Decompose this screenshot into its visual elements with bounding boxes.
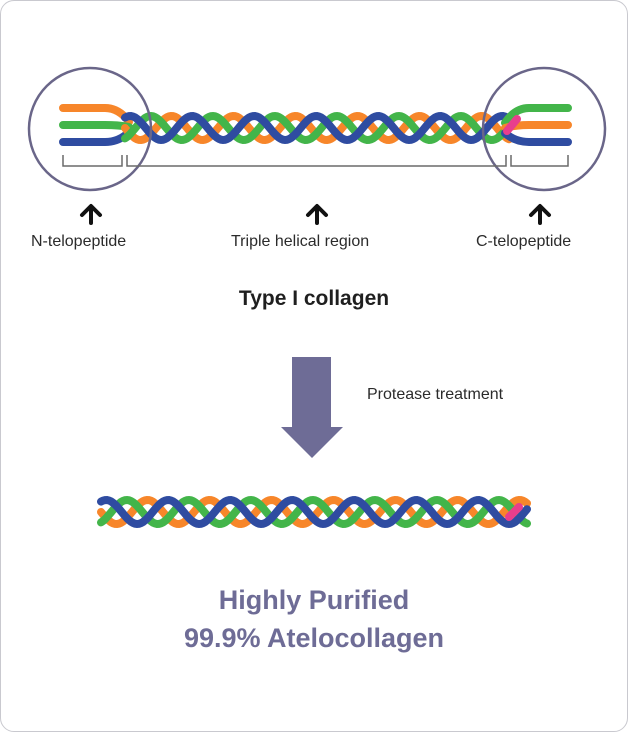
- c-telopeptide-circle: [481, 66, 607, 192]
- n-telopeptide-strand-2: [59, 128, 133, 146]
- atelocollagen-helix: [97, 495, 531, 529]
- n-telopeptide-bracket: [62, 155, 123, 167]
- triple-helical-region-label: Triple helical region: [231, 233, 370, 250]
- diagram-title: Type I collagen: [238, 287, 390, 310]
- c-telopeptide-strand-0: [501, 104, 572, 127]
- type-i-collagen-helix: [59, 104, 572, 146]
- n-telopeptide-arrow-icon: [80, 204, 102, 225]
- result-line-2: 99.9% Atelocollagen: [183, 623, 445, 653]
- helical-region-arrow-icon: [306, 204, 328, 225]
- c-telopeptide-label: C-telopeptide: [476, 233, 572, 250]
- triple-helical-bracket: [126, 155, 507, 167]
- protease-treatment-label: Protease treatment: [367, 386, 504, 403]
- helical-strand-blue: [121, 111, 513, 145]
- c-telopeptide-bracket: [510, 155, 569, 167]
- n-telopeptide-strand-0: [59, 104, 133, 126]
- c-telopeptide-pink-segment: [503, 115, 521, 135]
- result-line-1: Highly Purified: [218, 585, 410, 615]
- c-telopeptide-arrow-icon: [529, 204, 551, 225]
- atelo-pink-segment: [505, 503, 523, 521]
- n-telopeptide-label: N-telopeptide: [31, 233, 127, 250]
- c-telopeptide-strand-2: [501, 129, 572, 146]
- n-telopeptide-strand-1: [59, 121, 133, 131]
- atelo-strand-blue: [97, 495, 531, 529]
- process-down-arrow-icon: [281, 357, 343, 458]
- n-telopeptide-circle: [27, 66, 153, 192]
- helical-strand-green: [121, 111, 513, 145]
